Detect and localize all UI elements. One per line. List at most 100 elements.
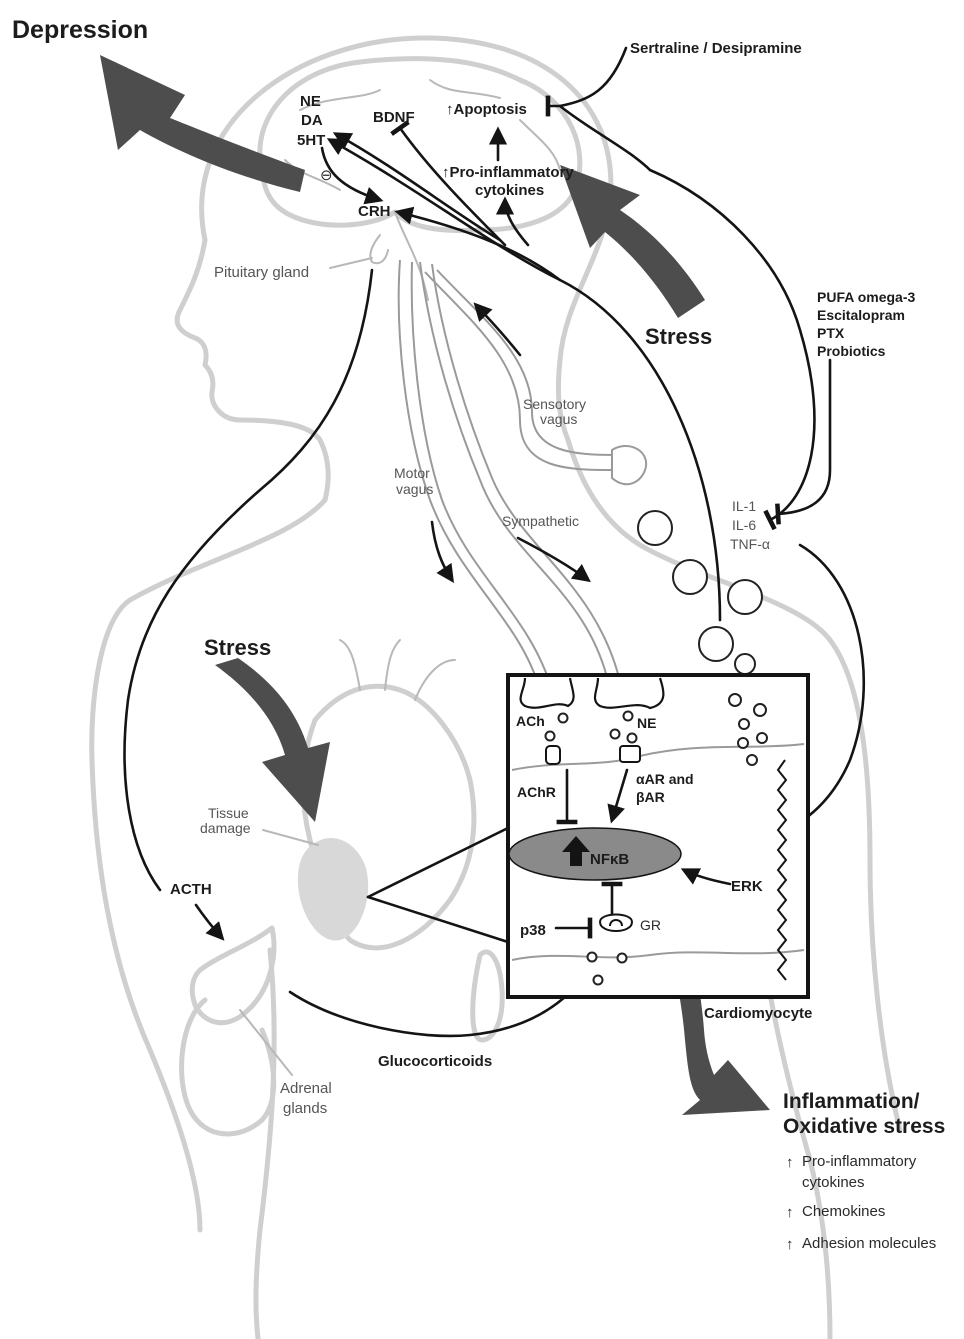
- cytokine-circle-2: [673, 560, 707, 594]
- pituitary-leader: [330, 258, 372, 268]
- gr-receptor-icon: [600, 915, 632, 932]
- outcome-3-text: Adhesion molecules: [802, 1235, 936, 1252]
- adrenal-leader: [240, 1010, 292, 1075]
- stress-top-label: Stress: [645, 324, 712, 349]
- ar-label-line2: βAR: [636, 789, 665, 805]
- adrenal-line2: glands: [283, 1100, 327, 1117]
- cytokine-circle-5: [735, 654, 755, 674]
- motor-vagus-line2: vagus: [396, 481, 433, 497]
- crh-label: CRH: [358, 203, 391, 220]
- glucocorticoids-label: Glucocorticoids: [378, 1053, 492, 1070]
- treatment-3: PTX: [817, 325, 845, 341]
- adrenal-line1: Adrenal: [280, 1080, 332, 1097]
- ach-label: ACh: [516, 713, 545, 729]
- cytokine-circle-3: [728, 580, 762, 614]
- inflammation-line2: Oxidative stress: [783, 1115, 945, 1138]
- cardiomyocyte-inset: [508, 675, 808, 997]
- inset-terminal-ach: [521, 678, 574, 708]
- sensory-nerve-end: [612, 446, 646, 484]
- adrenal-left: [192, 928, 274, 1023]
- cytokine-circle-4: [699, 627, 733, 661]
- gc-vesicle-2: [618, 954, 627, 963]
- treatment-1: PUFA omega-3: [817, 289, 915, 305]
- outcome-1-cont: cytokines: [802, 1174, 865, 1191]
- acth-label: ACTH: [170, 881, 212, 898]
- crh-to-acth: [125, 270, 372, 890]
- acth-to-adrenal: [196, 905, 222, 938]
- labels: Depression Sertraline / Desipramine NE D…: [12, 16, 945, 1253]
- ar-label-line1: αAR and: [636, 771, 694, 787]
- pituitary-label: Pituitary gland: [214, 264, 309, 281]
- aorta-1: [340, 640, 360, 690]
- cytokine-to-proinflam: [505, 200, 528, 245]
- outcome-2-text: Chemokines: [802, 1203, 885, 1220]
- outcome-1-arrow: ↑: [786, 1154, 794, 1171]
- ne-vesicle-1: [624, 712, 633, 721]
- sensory-vagus-line1: Sensotory: [523, 396, 586, 412]
- motor-vagus-arrow: [432, 522, 452, 580]
- aorta-2: [385, 640, 400, 690]
- da-label: DA: [301, 112, 323, 129]
- ach-vesicle-1: [559, 714, 568, 723]
- nfkb-label: NFκB: [590, 851, 629, 868]
- cytokine-circle-1: [638, 511, 672, 545]
- achr-label: AChR: [517, 784, 556, 800]
- heart-zoom-line-2: [368, 897, 508, 942]
- left-shoulder: [92, 500, 325, 1230]
- pituitary-stalk: [370, 235, 388, 263]
- gc-vesicle-1: [588, 953, 597, 962]
- treatment-2: Escitalopram: [817, 307, 905, 323]
- sympathetic-arrow: [518, 538, 588, 580]
- heart-zoom-line-1: [368, 828, 508, 897]
- inset-cyto-6: [747, 755, 757, 765]
- brain-fold-2: [430, 80, 500, 98]
- ne-brain-label: NE: [300, 93, 321, 110]
- inset-terminal-ne: [595, 678, 663, 708]
- tissue-damage-area: [298, 838, 368, 941]
- ne-inset-label: NE: [637, 715, 656, 731]
- erk-label: ERK: [731, 878, 763, 895]
- stress-left-label: Stress: [204, 635, 271, 660]
- outcome-3-arrow: ↑: [786, 1236, 794, 1253]
- treatment-4: Probiotics: [817, 343, 886, 359]
- motor-vagus-line1: Motor: [394, 465, 430, 481]
- bdnf-label: BDNF: [373, 109, 415, 126]
- torso-left: [256, 950, 274, 1339]
- cytokine-tnf: TNF-α: [730, 536, 770, 552]
- apoptosis-label: ↑Apoptosis: [446, 101, 527, 118]
- kidney-right: [473, 952, 503, 1040]
- tissue-damage-line1: Tissue: [208, 805, 249, 821]
- inset-cyto-1: [729, 694, 741, 706]
- cytokine-il6: IL-6: [732, 517, 756, 533]
- proinflam-brain-line1: ↑Pro-inflammatory: [442, 164, 574, 181]
- ne-vesicle-2: [611, 730, 620, 739]
- depression-arrow: [100, 55, 305, 192]
- depression-label: Depression: [12, 16, 148, 44]
- inset-cyto-4: [757, 733, 767, 743]
- ach-vesicle-2: [546, 732, 555, 741]
- outcome-2-arrow: ↑: [786, 1204, 794, 1221]
- sympathetic-label: Sympathetic: [502, 513, 579, 529]
- sertraline-label: Sertraline / Desipramine: [630, 40, 802, 57]
- inset-cyto-3: [739, 719, 749, 729]
- brain-fold-3: [520, 120, 560, 170]
- tissue-damage-line2: damage: [200, 820, 251, 836]
- cardiomyocyte-label: Cardiomyocyte: [704, 1005, 812, 1022]
- nerves: [399, 260, 646, 690]
- sensory-arrow: [476, 305, 520, 355]
- ne-vesicle-3: [628, 734, 637, 743]
- treatments-to-cytokines: [778, 360, 830, 514]
- gr-label: GR: [640, 917, 661, 933]
- 5ht-label: 5HT: [297, 132, 325, 149]
- stress-left-arrow: [215, 658, 330, 822]
- cytokine-il1: IL-1: [732, 498, 756, 514]
- ar-receptor: [620, 746, 640, 762]
- sensory-vagus-line2: vagus: [540, 411, 577, 427]
- proinflam-brain-line2: cytokines: [475, 182, 544, 199]
- inflammation-line1: Inflammation/: [783, 1090, 920, 1113]
- inset-cyto-2: [754, 704, 766, 716]
- minus-symbol: ⊖: [320, 167, 333, 184]
- achr-receptor: [546, 746, 560, 764]
- right-shoulder: [830, 640, 900, 1130]
